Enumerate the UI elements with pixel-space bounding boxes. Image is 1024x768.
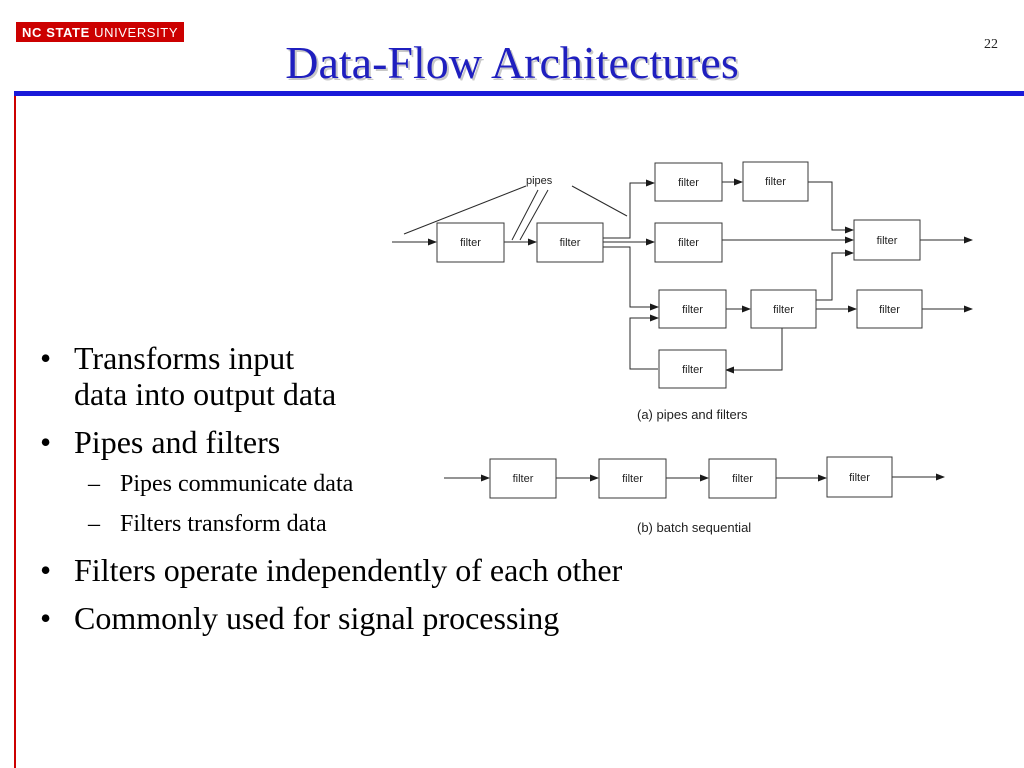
sub-bullet-item: – Filters transform data bbox=[88, 511, 327, 537]
title-rule bbox=[14, 91, 1024, 96]
pipe-arrow bbox=[603, 179, 655, 239]
filter-node: filter bbox=[658, 289, 727, 329]
filter-node: filter bbox=[853, 219, 921, 261]
bullet-list: • Transforms input data into output data… bbox=[40, 340, 800, 648]
filter-node: filter bbox=[742, 161, 809, 202]
filter-node: filter bbox=[658, 349, 727, 389]
callout-line bbox=[511, 189, 539, 241]
callout-line bbox=[571, 185, 628, 217]
svg-text:filter: filter bbox=[678, 237, 699, 249]
filter-node: filter bbox=[654, 222, 723, 263]
svg-text:filter: filter bbox=[849, 472, 870, 484]
bullet-item: • Commonly used for signal processing bbox=[40, 600, 560, 636]
pipe-arrow bbox=[816, 249, 854, 301]
filter-node: filter bbox=[598, 458, 667, 499]
svg-text:filter: filter bbox=[678, 177, 699, 189]
svg-text:filter: filter bbox=[877, 235, 898, 247]
svg-text:filter: filter bbox=[732, 473, 753, 485]
bullet-text-line1: Transforms input bbox=[74, 340, 295, 376]
filter-node: filter bbox=[708, 458, 777, 499]
svg-text:filter: filter bbox=[682, 304, 703, 316]
pipes-and-filters-diagram: pipes filter filter filter filter filter… bbox=[392, 161, 973, 535]
bullet-text: Commonly used for signal processing bbox=[74, 600, 560, 636]
left-margin-rule bbox=[14, 96, 16, 768]
pipes-group bbox=[392, 178, 973, 374]
logo-text-light: UNIVERSITY bbox=[94, 24, 179, 40]
filter-node: filter bbox=[436, 222, 505, 263]
pipe-arrow bbox=[629, 314, 659, 370]
filter-node: filter bbox=[856, 289, 923, 329]
pipe-arrow bbox=[725, 317, 783, 374]
svg-text:filter: filter bbox=[622, 473, 643, 485]
filter-node: filter bbox=[489, 458, 557, 499]
svg-text:filter: filter bbox=[773, 304, 794, 316]
bullet-item: • Filters operate independently of each … bbox=[40, 552, 623, 588]
bullet-item: • Transforms input data into output data bbox=[40, 340, 337, 412]
svg-text:filter: filter bbox=[460, 237, 481, 249]
filter-node: filter bbox=[654, 162, 723, 202]
caption-batch-sequential: (b) batch sequential bbox=[637, 520, 751, 535]
svg-text:filter: filter bbox=[560, 237, 581, 249]
callout-line bbox=[403, 185, 527, 235]
pipe-arrow bbox=[808, 181, 854, 234]
pipes-callout: pipes bbox=[403, 175, 628, 241]
filter-node: filter bbox=[750, 289, 817, 329]
bullet-text: Pipes and filters bbox=[74, 424, 281, 460]
sub-bullet-text: Pipes communicate data bbox=[120, 471, 354, 497]
svg-text:filter: filter bbox=[682, 364, 703, 376]
logo-text-bold: NC STATE bbox=[22, 24, 90, 40]
bullet-text: Filters operate independently of each ot… bbox=[74, 552, 623, 588]
svg-text:filter: filter bbox=[879, 304, 900, 316]
caption-pipes-and-filters: (a) pipes and filters bbox=[637, 407, 748, 422]
sub-bullet-item: – Pipes communicate data bbox=[88, 471, 354, 497]
sub-bullet-text: Filters transform data bbox=[120, 511, 327, 537]
slide-title: Data-Flow Architectures bbox=[285, 37, 739, 88]
callout-line bbox=[519, 189, 549, 241]
pipe-arrow bbox=[603, 246, 659, 311]
filter-node: filter bbox=[826, 456, 893, 498]
pipes-label: pipes bbox=[526, 175, 553, 187]
bullet-text-line2: data into output data bbox=[74, 376, 337, 412]
svg-text:filter: filter bbox=[765, 176, 786, 188]
bullet-item: • Pipes and filters bbox=[40, 424, 281, 460]
batch-sequential-group: filter filter filter filter bbox=[444, 456, 945, 499]
page-number: 22 bbox=[984, 37, 998, 52]
svg-text:filter: filter bbox=[513, 473, 534, 485]
filter-node: filter bbox=[536, 222, 604, 263]
university-logo: NC STATE UNIVERSITY bbox=[16, 22, 185, 42]
